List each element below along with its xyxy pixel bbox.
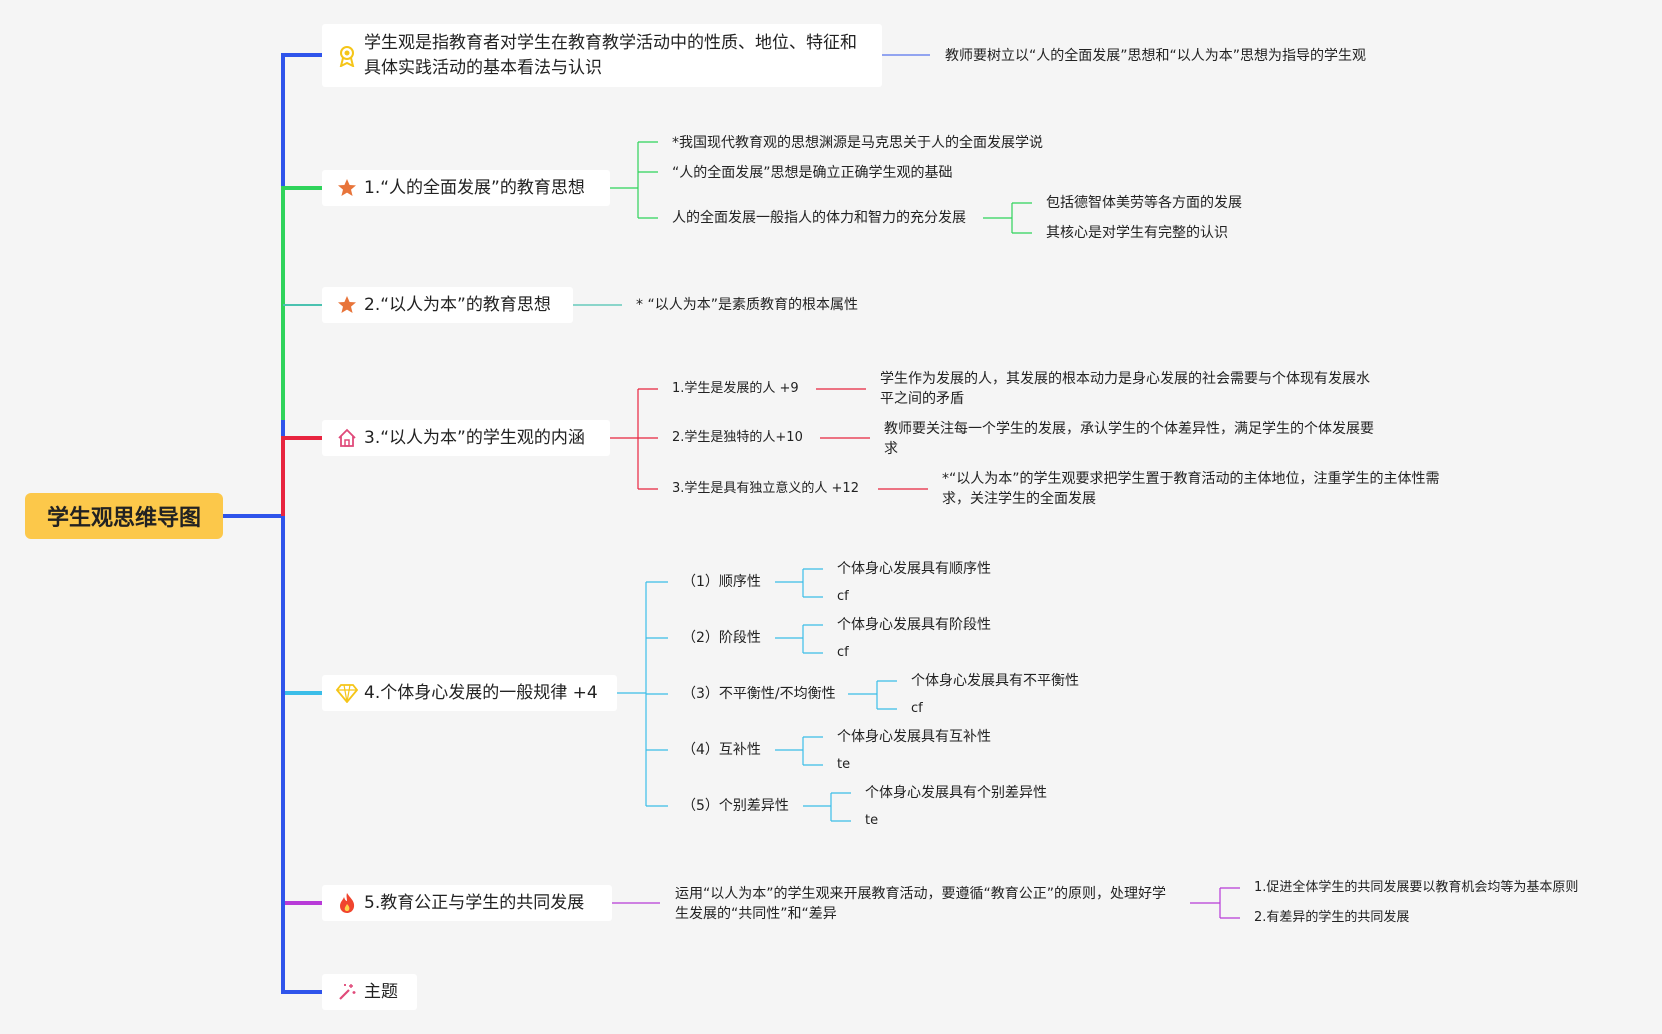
topic-4-child-4-sub-1[interactable]: te — [865, 813, 879, 828]
trunk-to-topic-3 — [281, 436, 322, 516]
topic-0-child-0[interactable]: 教师要树立以“人的全面发展”思想和“以人为本”思想为指导的学生观 — [945, 48, 1367, 64]
award-ribbon-icon — [336, 45, 358, 67]
topic-1-child-0[interactable]: *我国现代教育观的思想渊源是马克思关于人的全面发展学说 — [672, 135, 1043, 151]
topic-4-child-0[interactable]: （1）顺序性 — [682, 574, 761, 590]
topic-1-child-1[interactable]: “人的全面发展”思想是确立正确学生观的基础 — [672, 165, 953, 181]
trunk-to-topic-6 — [281, 903, 322, 994]
topic-4-child-3-sub-0[interactable]: 个体身心发展具有互补性 — [837, 729, 991, 745]
topic-label: 1.“人的全面发展”的教育思想 — [364, 177, 585, 198]
topic-5-child-0[interactable]: 运用“以人为本”的学生观来开展教育活动，要遵循“教育公正”的原则，处理好学生发展… — [675, 886, 1167, 922]
home-icon — [336, 427, 358, 449]
trunk-to-topic-4 — [281, 516, 322, 695]
topic-4-child-1-sub-1[interactable]: cf — [837, 645, 849, 660]
trunk-to-topic-1 — [281, 186, 322, 420]
topic-label: 3.“以人为本”的学生观的内涵 — [364, 427, 585, 448]
star-icon — [336, 177, 358, 199]
topic-1-grandchild-0[interactable]: 包括德智体美劳等各方面的发展 — [1046, 195, 1242, 211]
topic-2-child-0[interactable]: * “以人为本”是素质教育的根本属性 — [636, 297, 858, 313]
topic-development-laws[interactable]: 4.个体身心发展的一般规律 +4 — [322, 675, 617, 711]
star-icon — [336, 294, 358, 316]
topic-3-detail-1[interactable]: 教师要关注每一个学生的发展，承认学生的个体差异性，满足学生的个体发展要求 — [884, 421, 1374, 457]
topic-4-child-3[interactable]: （4）互补性 — [682, 742, 761, 758]
trunk-to-topic-5 — [281, 693, 322, 905]
topic-5-grandchild-1[interactable]: 2.有差异的学生的共同发展 — [1254, 910, 1410, 925]
topic-3-child-1[interactable]: 2.学生是独特的人+10 — [672, 430, 803, 445]
topic-3-child-0[interactable]: 1.学生是发展的人 +9 — [672, 381, 799, 396]
topic-label: 主题 — [364, 981, 398, 1002]
topic-all-round-development[interactable]: 1.“人的全面发展”的教育思想 — [322, 170, 610, 206]
topic-3-detail-2[interactable]: *“以人为本”的学生观要求把学生置于教育活动的主体地位，注重学生的主体性需求，关… — [942, 471, 1440, 507]
topic-label: 学生观是指教育者对学生在教育教学活动中的性质、地位、特征和具体实践活动的基本看法… — [364, 32, 857, 78]
topic-4-child-1-sub-0[interactable]: 个体身心发展具有阶段性 — [837, 617, 991, 633]
topic-4-child-4-sub-0[interactable]: 个体身心发展具有个别差异性 — [865, 785, 1047, 801]
topic-label: 4.个体身心发展的一般规律 +4 — [364, 682, 598, 703]
topic-4-child-4[interactable]: （5）个别差异性 — [682, 798, 789, 814]
topic-5-grandchild-0[interactable]: 1.促进全体学生的共同发展要以教育机会均等为基本原则 — [1254, 880, 1579, 895]
topic-4-child-2-sub-1[interactable]: cf — [911, 701, 923, 716]
root-node[interactable]: 学生观思维导图 — [25, 493, 223, 539]
topic-people-oriented-student-view[interactable]: 3.“以人为本”的学生观的内涵 — [322, 420, 610, 456]
topic-people-oriented-thought[interactable]: 2.“以人为本”的教育思想 — [322, 287, 573, 323]
topic-1-child-2[interactable]: 人的全面发展一般指人的体力和智力的充分发展 — [672, 210, 966, 226]
topic-4-child-0-sub-0[interactable]: 个体身心发展具有顺序性 — [837, 561, 991, 577]
topic-4-child-2[interactable]: （3）不平衡性/不均衡性 — [682, 686, 836, 702]
topic-educational-equity[interactable]: 5.教育公正与学生的共同发展 — [322, 885, 612, 921]
topic-label: 2.“以人为本”的教育思想 — [364, 294, 551, 315]
trunk-to-topic-0 — [223, 53, 322, 518]
topic-4-child-0-sub-1[interactable]: cf — [837, 589, 849, 604]
topic-4-child-2-sub-0[interactable]: 个体身心发展具有不平衡性 — [911, 673, 1079, 689]
topic-3-detail-0[interactable]: 学生作为发展的人，其发展的根本动力是身心发展的社会需要与个体现有发展水平之间的矛… — [880, 371, 1370, 407]
topic-1-grandchild-1[interactable]: 其核心是对学生有完整的认识 — [1046, 225, 1228, 241]
topic-4-child-1[interactable]: （2）阶段性 — [682, 630, 761, 646]
topic-placeholder[interactable]: 主题 — [322, 974, 417, 1010]
topic-label: 5.教育公正与学生的共同发展 — [364, 892, 585, 913]
topic-student-view-definition[interactable]: 学生观是指教育者对学生在教育教学活动中的性质、地位、特征和具体实践活动的基本看法… — [322, 24, 882, 87]
topic-3-child-2[interactable]: 3.学生是具有独立意义的人 +12 — [672, 481, 859, 496]
topic-4-child-3-sub-1[interactable]: te — [837, 757, 851, 772]
diamond-icon — [336, 682, 358, 704]
magic-wand-icon — [336, 981, 358, 1003]
fire-icon — [336, 892, 358, 914]
